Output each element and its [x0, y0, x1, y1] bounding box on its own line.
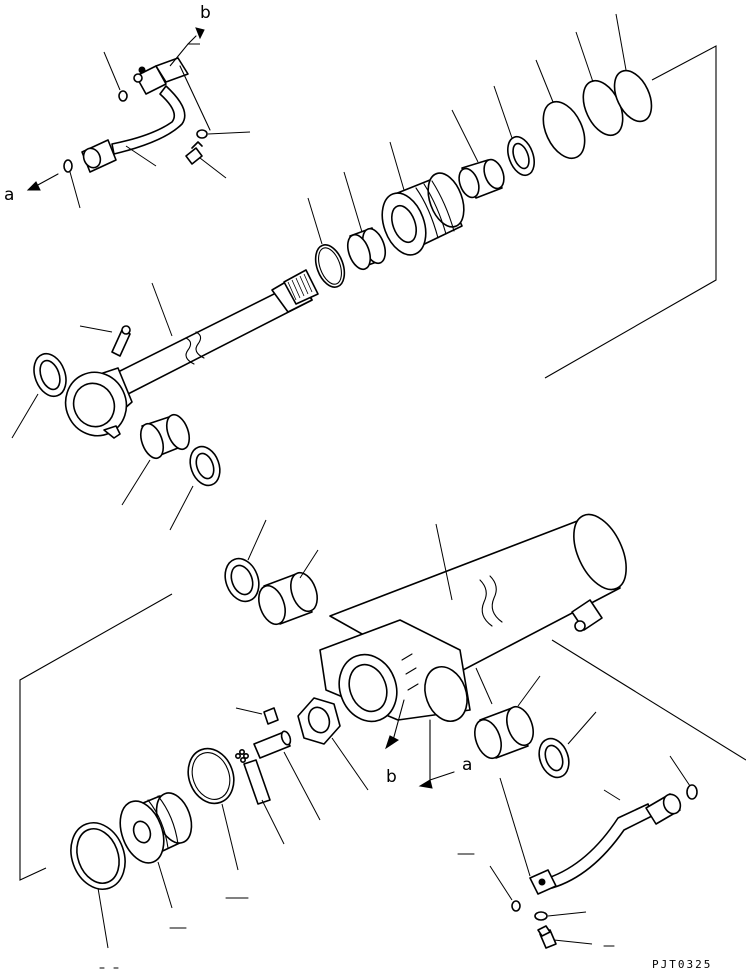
- dust-seal-rod-eye-left: [11, 352, 67, 439]
- piston: [119, 792, 193, 909]
- piston-pin: [253, 730, 321, 821]
- assembly-frame-line-bottom: [19, 593, 173, 881]
- o-ring-tube-top: [103, 51, 128, 102]
- set-screw: [235, 707, 279, 725]
- arrow-a-bottom: a: [418, 719, 472, 789]
- ring-stack: [235, 748, 285, 845]
- callout-b-bottom: b: [386, 767, 397, 787]
- hydraulic-tube-top: [81, 57, 211, 173]
- grease-fitting-top: [111, 325, 131, 357]
- leader-grease-fitting: [79, 325, 113, 333]
- o-ring-1: [535, 59, 586, 160]
- dust-seal-tube: [224, 519, 267, 603]
- buffer-ring: [493, 85, 535, 177]
- o-ring-tube-end-top: [63, 159, 81, 209]
- callout-a-top: a: [4, 185, 14, 205]
- arrow-b-top: b: [169, 3, 211, 67]
- snap-ring: [307, 197, 346, 288]
- bolt-bottom: [537, 925, 615, 949]
- assembly-frame-line-top: [544, 45, 717, 379]
- bushing-tube: [258, 549, 319, 626]
- bolt-top: [185, 141, 227, 179]
- arrow-a-top: a: [4, 173, 59, 205]
- hydraulic-tube-bottom: [499, 777, 682, 895]
- rod-collar: [343, 171, 387, 271]
- o-ring-tube-bottom: [457, 853, 521, 912]
- piston-rod: [117, 269, 319, 395]
- cylinder-tube: [319, 513, 746, 761]
- leader-piston-rod: [151, 282, 173, 337]
- piston-nut: [297, 697, 369, 791]
- piston-seal: [70, 822, 126, 949]
- washer-bottom: [534, 911, 587, 921]
- callout-a-bottom: a: [462, 755, 472, 775]
- o-ring-tube-end-bottom: [669, 755, 698, 800]
- dust-seal-tube-right: [538, 711, 597, 779]
- rod-eye-bushing: [121, 413, 191, 506]
- callout-b-top: b: [200, 3, 211, 23]
- drawing-code: PJT0325: [652, 958, 712, 971]
- arrow-b-bottom: b: [385, 699, 405, 787]
- dust-seal-rod-eye-right: [169, 445, 221, 531]
- backup-ring: [613, 13, 653, 123]
- washer-top: [196, 129, 251, 139]
- wear-ring: [187, 747, 239, 871]
- cylinder-head: [381, 141, 465, 256]
- bushing-tube-right: [474, 675, 541, 760]
- head-bushing: [451, 109, 505, 199]
- rod-eye: [64, 367, 133, 439]
